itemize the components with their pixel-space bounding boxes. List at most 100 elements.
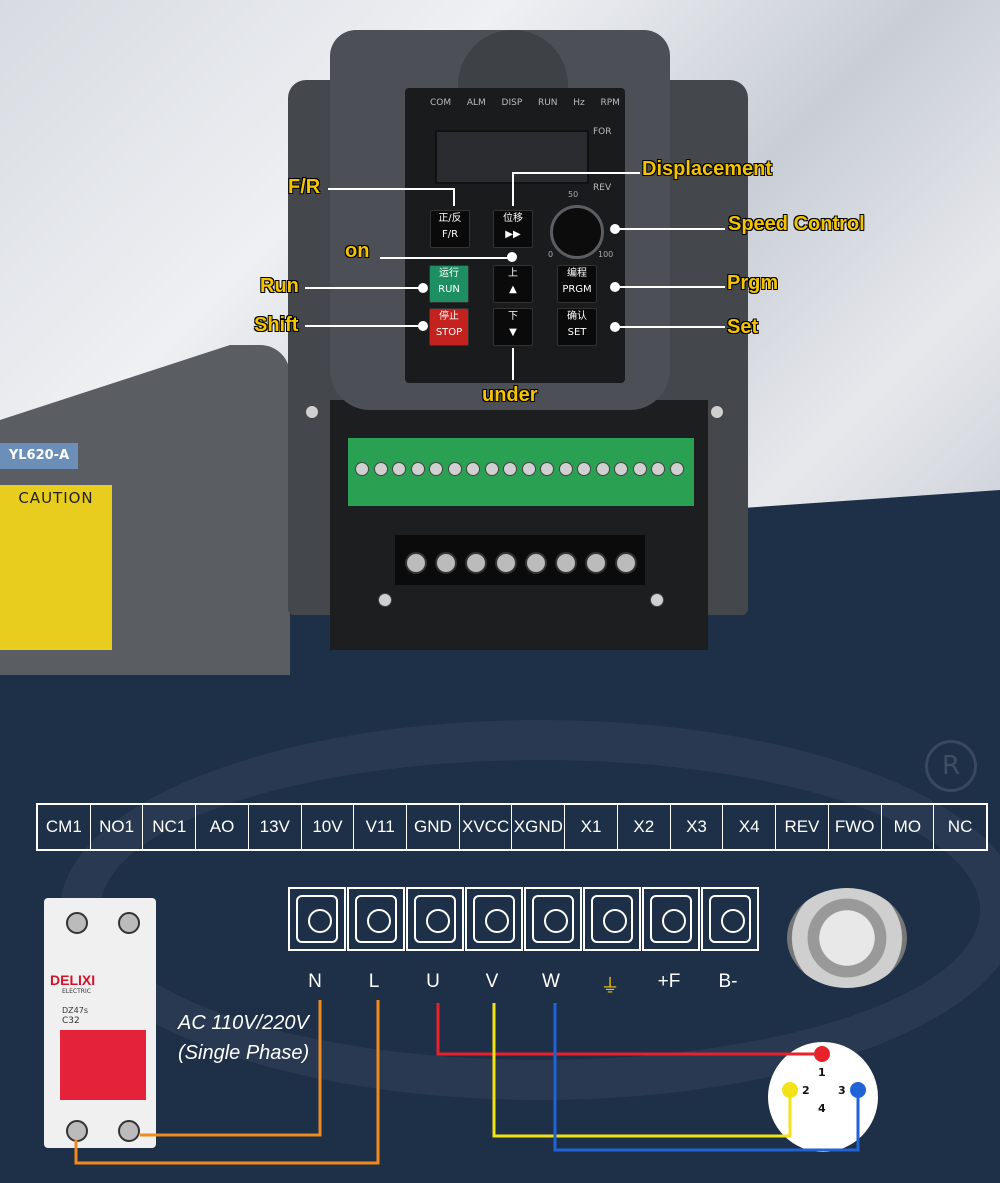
led-label-run: RUN: [537, 98, 558, 108]
control-terminal-label: 10V: [302, 805, 355, 849]
fr-button-cn: 正/反: [438, 213, 462, 224]
wire-w-blue: [553, 1003, 860, 1152]
dial-mark-50: 50: [568, 190, 579, 199]
for-label: FOR: [593, 127, 612, 137]
control-terminal-label: FWO: [829, 805, 882, 849]
prgm-button-cn: 编程: [567, 268, 587, 279]
terminal-screw-icon: [308, 909, 332, 933]
down-button-cn: 下: [508, 311, 518, 322]
stop-button-cn: 停止: [439, 311, 459, 322]
stop-button[interactable]: 停止 STOP: [429, 308, 469, 346]
pin-num-3: 3: [838, 1084, 846, 1097]
callout-on: on: [345, 240, 370, 262]
prgm-button-en: PRGM: [562, 284, 592, 295]
pin-num-2: 2: [802, 1084, 810, 1097]
led-label-com: COM: [430, 98, 452, 108]
callout-prgm: Prgm: [727, 272, 779, 294]
terminal-screw-icon: [721, 909, 745, 933]
callout-dot: [610, 322, 620, 332]
control-terminal-label: X2: [618, 805, 671, 849]
aviation-connector: [787, 888, 907, 988]
power-terminal: [347, 887, 405, 951]
caution-sticker: [0, 485, 112, 650]
up-button[interactable]: 上 ▲: [493, 265, 533, 303]
callout-displacement: Displacement: [642, 158, 773, 180]
control-terminal-label: MO: [882, 805, 935, 849]
control-terminal-label: NO1: [91, 805, 144, 849]
power-terminal: [524, 887, 582, 951]
pcb-screw: [429, 462, 443, 476]
callout-under: under: [482, 384, 538, 406]
control-terminal-label: NC1: [143, 805, 197, 849]
terminal-housing: [709, 895, 751, 943]
power-terminal: [406, 887, 464, 951]
set-button-cn: 确认: [567, 311, 587, 322]
power-terminal: [583, 887, 641, 951]
control-terminal-label: X4: [723, 805, 777, 849]
wire-u-red: [436, 1003, 814, 1056]
pin-num-4: 4: [818, 1102, 826, 1115]
caution-title: CAUTION: [18, 489, 94, 507]
pin-1: [814, 1046, 830, 1062]
run-button[interactable]: 运行 RUN: [429, 265, 469, 303]
pcb-screw: [521, 462, 536, 476]
mount-screw: [650, 593, 664, 607]
status-led-row: COM ALM DISP RUN Hz RPM: [430, 98, 620, 108]
fr-button-en: F/R: [441, 229, 459, 240]
power-screw-row: [405, 552, 645, 574]
power-block-screw: [465, 552, 487, 574]
callout-dot: [610, 224, 620, 234]
up-button-en: ▲: [509, 284, 517, 295]
power-block-screw: [525, 552, 547, 574]
terminal-screw-icon: [544, 909, 568, 933]
control-terminal-label: AO: [196, 805, 249, 849]
callout-line: [615, 228, 725, 230]
down-button[interactable]: 下 ▼: [493, 308, 533, 346]
breaker-brand: DELIXI: [50, 972, 96, 988]
displacement-button-en: ▶▶: [505, 229, 521, 240]
terminal-housing: [591, 895, 633, 943]
pcb-screw: [540, 462, 554, 476]
power-terminal-label: ⏚: [600, 976, 620, 997]
callout-set: Set: [727, 316, 759, 338]
dial-mark-0: 0: [548, 250, 554, 259]
breaker-screw: [118, 912, 140, 934]
pcb-screw: [355, 462, 369, 476]
fr-button[interactable]: 正/反 F/R: [430, 210, 470, 248]
speed-knob[interactable]: [550, 205, 604, 259]
power-terminal: [465, 887, 523, 951]
set-button-en: SET: [567, 327, 587, 338]
rev-label: REV: [593, 183, 612, 193]
pcb-screw: [503, 462, 517, 476]
pin-num-1: 1: [818, 1066, 826, 1079]
power-block-screw: [615, 552, 637, 574]
set-button[interactable]: 确认 SET: [557, 308, 597, 346]
power-block-screw: [405, 552, 427, 574]
stop-button-en: STOP: [435, 327, 463, 338]
pcb-screw: [410, 462, 425, 476]
pin-3: [850, 1082, 866, 1098]
led-label-alm: ALM: [466, 98, 486, 108]
down-button-en: ▼: [509, 327, 517, 338]
pcb-screw: [669, 462, 684, 476]
displacement-button[interactable]: 位移 ▶▶: [493, 210, 533, 248]
callout-line: [380, 257, 510, 259]
breaker-sub: ELECTRIC: [62, 988, 91, 995]
wire-n-orange: [140, 1000, 322, 1137]
mount-screw: [378, 593, 392, 607]
prgm-button[interactable]: 编程 PRGM: [557, 265, 597, 303]
power-terminal: [701, 887, 759, 951]
pcb-screw: [558, 462, 573, 476]
breaker-toggle[interactable]: [60, 1030, 146, 1100]
phase-label: (Single Phase): [178, 1042, 310, 1064]
displacement-button-cn: 位移: [503, 213, 523, 224]
terminal-screw-icon: [367, 909, 391, 933]
wire-v-yellow: [492, 1003, 792, 1138]
terminal-housing: [650, 895, 692, 943]
power-terminal-label: V: [485, 971, 499, 992]
power-terminal: [642, 887, 700, 951]
callout-line: [512, 172, 514, 206]
power-terminal-label: +F: [657, 971, 681, 992]
